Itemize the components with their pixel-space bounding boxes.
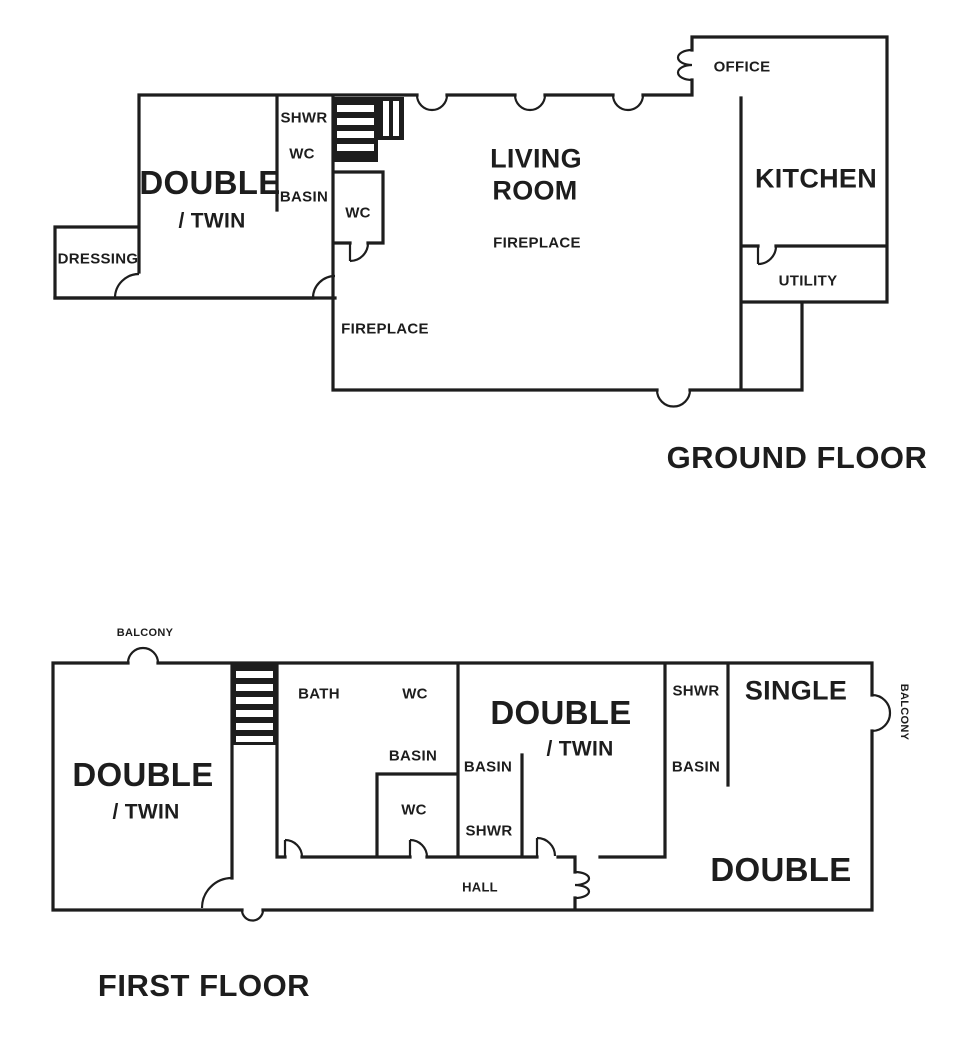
label-wc-enclosure: WC xyxy=(401,801,427,818)
stair-tread xyxy=(236,736,273,742)
first-floor-title: FIRST FLOOR xyxy=(98,968,310,1003)
stair-tread xyxy=(236,697,273,704)
door-arcs-first xyxy=(200,836,591,909)
stairs-icon-first xyxy=(232,663,277,745)
first-floor-walls xyxy=(51,661,874,912)
label-basin-mid: BASIN xyxy=(464,758,512,775)
label-double-twin-left: DOUBLE xyxy=(72,756,213,793)
stair-tread xyxy=(337,144,374,151)
label-kitchen-room: KITCHEN xyxy=(755,164,877,194)
first-floor-labels: BALCONY DOUBLE / TWIN BATH WC BASIN WC BASIN SHW… xyxy=(72,627,910,895)
label-basin-bath: BASIN xyxy=(389,747,437,764)
ground-floor-labels: DOUBLE / TWIN SHWR WC BASIN DRESSING WC LIVINGR… xyxy=(58,58,877,337)
stair-tread xyxy=(236,684,273,691)
label-hall: HALL xyxy=(462,880,498,895)
window-symbols-ground xyxy=(415,94,692,408)
stair-tread xyxy=(236,710,273,717)
label-living-room-line2: ROOM xyxy=(492,176,577,206)
stair-tread xyxy=(236,723,273,730)
label-shwr-mid: SHWR xyxy=(465,822,512,839)
label-balcony-right: BALCONY xyxy=(898,684,910,741)
label-single-room: SINGLE xyxy=(745,676,847,706)
first-floor-plan: FIRST FLOOR BALCONY DOUBLE / TWIN BATH WC BAS… xyxy=(51,627,910,1003)
label-utility-room: UTILITY xyxy=(779,272,838,289)
label-double-twin-mid-sub: / TWIN xyxy=(546,738,613,761)
stair-tread xyxy=(337,105,374,112)
label-bath-room: BATH xyxy=(298,685,340,702)
stairs-icon-ground xyxy=(333,97,404,162)
stair-tread xyxy=(383,101,389,136)
label-fireplace-living: FIREPLACE xyxy=(493,234,581,251)
label-wc-bath: WC xyxy=(402,685,428,702)
stair-tread xyxy=(393,101,399,136)
ground-floor-title: GROUND FLOOR xyxy=(667,440,928,475)
stair-tread xyxy=(236,671,273,678)
label-fireplace-lower: FIREPLACE xyxy=(341,320,429,337)
stair-tread xyxy=(337,118,374,125)
label-double-twin-mid: DOUBLE xyxy=(490,694,631,731)
label-wc-room: WC xyxy=(345,204,371,221)
label-double-twin-sub: / TWIN xyxy=(178,210,245,233)
label-balcony-top: BALCONY xyxy=(117,627,174,639)
ground-floor-plan: GROUND FLOOR DOUBLE / TWIN SHWR WC BASIN DRES… xyxy=(53,35,928,475)
label-basin: BASIN xyxy=(280,188,328,205)
label-office-room: OFFICE xyxy=(714,58,771,75)
label-shwr: SHWR xyxy=(280,109,327,126)
label-basin-right: BASIN xyxy=(672,758,720,775)
stair-tread xyxy=(337,131,374,138)
door-arcs-ground xyxy=(113,48,778,299)
label-dressing-room: DRESSING xyxy=(58,250,139,267)
label-double-twin-room: DOUBLE xyxy=(139,164,280,201)
label-double-twin-left-sub: / TWIN xyxy=(112,801,179,824)
label-living-room-line1: LIVING xyxy=(490,144,582,174)
label-wc-ensuite: WC xyxy=(289,145,315,162)
window-symbols-first xyxy=(126,646,892,922)
stairs-landing xyxy=(378,97,404,140)
label-double-bottom-right: DOUBLE xyxy=(710,851,851,888)
label-shwr-right: SHWR xyxy=(672,682,719,699)
